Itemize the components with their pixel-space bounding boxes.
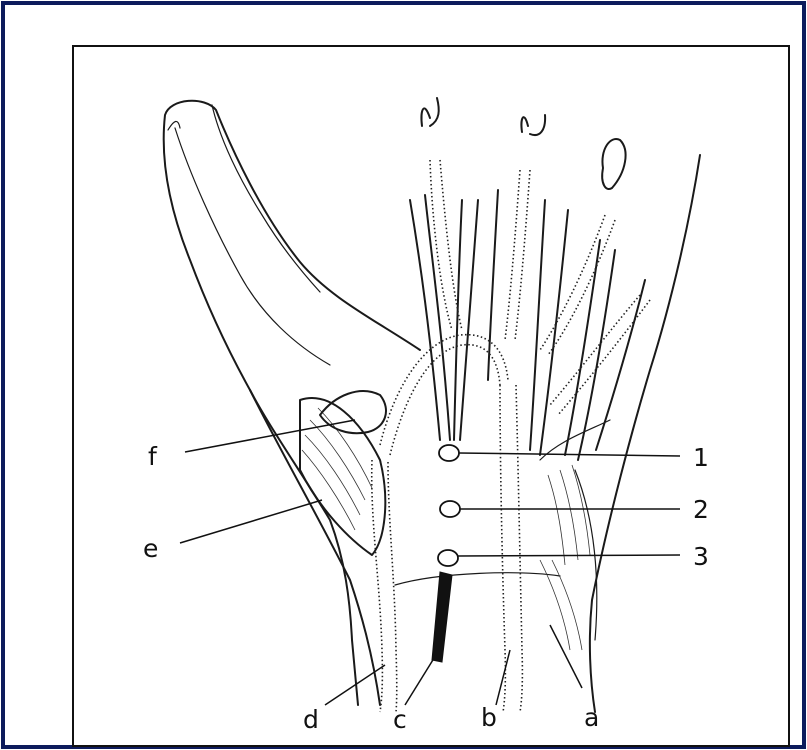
label-a: a: [584, 703, 599, 732]
finger-tip-3: [602, 139, 625, 189]
leader-1: [459, 453, 680, 456]
leader-3: [458, 555, 680, 556]
structure-1: [439, 445, 459, 461]
thumb-outline: [164, 101, 420, 705]
thumb-inner-line: [175, 128, 330, 365]
wrist-line: [395, 573, 560, 585]
label-e: e: [143, 534, 158, 563]
structure-2: [440, 501, 460, 517]
finger-tip-2: [521, 115, 545, 135]
structure-3: [438, 550, 458, 566]
leader-lines: [180, 420, 680, 705]
label-c: c: [393, 705, 407, 734]
outer-border: [3, 3, 804, 747]
right-muscle-outline: [540, 420, 610, 640]
leader-a: [550, 625, 582, 688]
dark-nerve: [432, 572, 452, 662]
label-3: 3: [693, 542, 709, 571]
hatching-e: [302, 408, 372, 530]
forearm-right-edge: [590, 155, 700, 712]
label-d: d: [303, 705, 319, 734]
labels: f e d c b a 1 2 3: [143, 442, 709, 734]
label-b: b: [481, 703, 497, 732]
label-1: 1: [693, 443, 709, 472]
leader-b: [496, 650, 510, 705]
thumb-nail: [168, 121, 180, 130]
finger-tip-1: [421, 98, 438, 126]
leader-e: [180, 500, 322, 543]
label-f: f: [148, 442, 158, 471]
arterial-arch: [372, 160, 650, 712]
anatomy-drawing: [164, 98, 700, 712]
thenar-crease: [212, 105, 320, 292]
label-2: 2: [693, 495, 709, 524]
leader-c: [405, 655, 436, 705]
bone-fragment-f: [320, 391, 386, 433]
figure-frame: [73, 46, 789, 746]
